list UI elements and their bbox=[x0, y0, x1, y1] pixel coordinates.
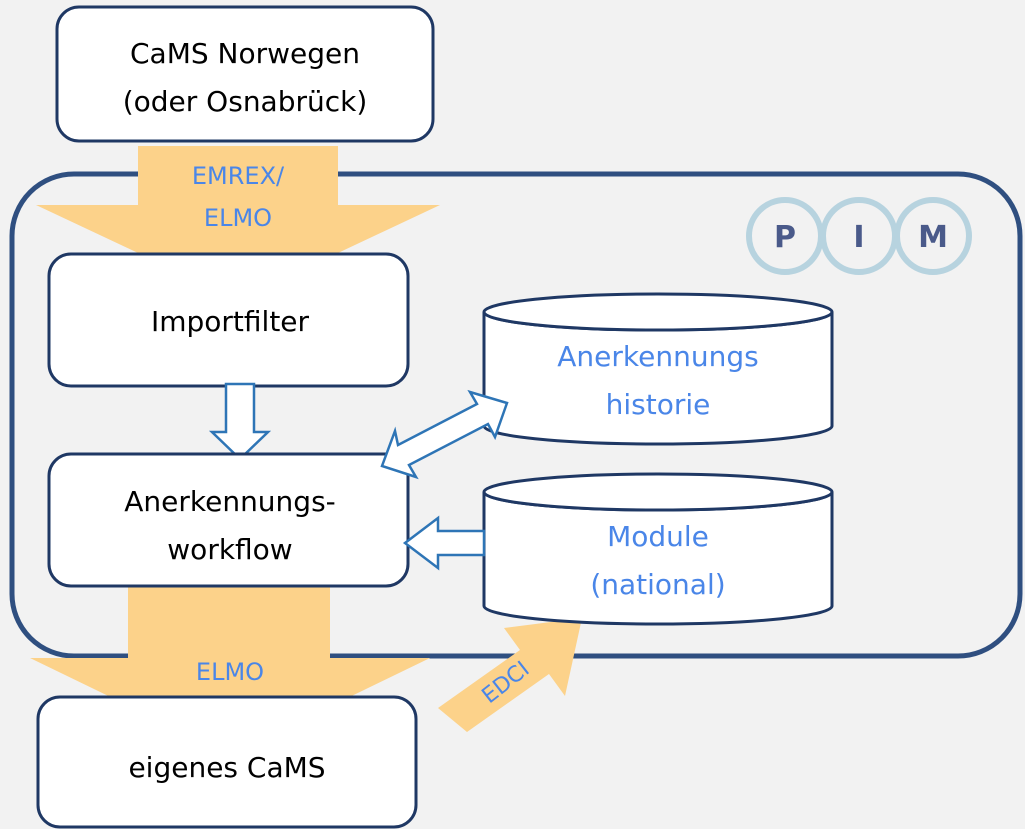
importfilter-box: Importfilter bbox=[47, 252, 410, 388]
historie-line1: Anerkennungs bbox=[557, 340, 758, 373]
logo-letter-m: M bbox=[918, 220, 948, 255]
cams-norwegen-line1: CaMS Norwegen bbox=[130, 37, 360, 70]
anerkennungsworkflow-box: Anerkennungs- workflow bbox=[47, 452, 410, 588]
eigenes-cams-box: eigenes CaMS bbox=[36, 695, 418, 829]
elmo-label-out: ELMO bbox=[196, 658, 264, 686]
workflow-line2: workflow bbox=[167, 533, 292, 566]
emrex-elmo-arrow: EMREX/ ELMO bbox=[36, 146, 440, 300]
module-line1: Module bbox=[607, 520, 709, 553]
logo-letter-p: P bbox=[774, 220, 796, 255]
edci-arrow: EDCI bbox=[438, 618, 582, 732]
workflow-line1: Anerkennungs- bbox=[124, 485, 336, 518]
down-connector-arrow bbox=[208, 382, 272, 461]
logo-letter-i: I bbox=[853, 220, 864, 255]
cams-norwegen-box: CaMS Norwegen (oder Osnabrück) bbox=[55, 5, 435, 143]
emrex-label: EMREX/ bbox=[192, 162, 285, 190]
pim-logo: P I M bbox=[746, 197, 972, 275]
historie-database: Anerkennungs historie bbox=[482, 292, 834, 446]
importfilter-label: Importfilter bbox=[151, 305, 310, 338]
elmo-out-arrow: ELMO bbox=[30, 585, 430, 755]
bidirectional-connector-arrow bbox=[380, 389, 509, 480]
module-database: Module (national) bbox=[482, 472, 834, 626]
eigenes-cams-label: eigenes CaMS bbox=[128, 751, 325, 784]
left-connector-arrow bbox=[402, 515, 486, 571]
cams-norwegen-line2: (oder Osnabrück) bbox=[123, 85, 368, 118]
module-line2: (national) bbox=[590, 568, 725, 601]
historie-line2: historie bbox=[606, 388, 711, 421]
elmo-label-in: ELMO bbox=[204, 204, 272, 232]
